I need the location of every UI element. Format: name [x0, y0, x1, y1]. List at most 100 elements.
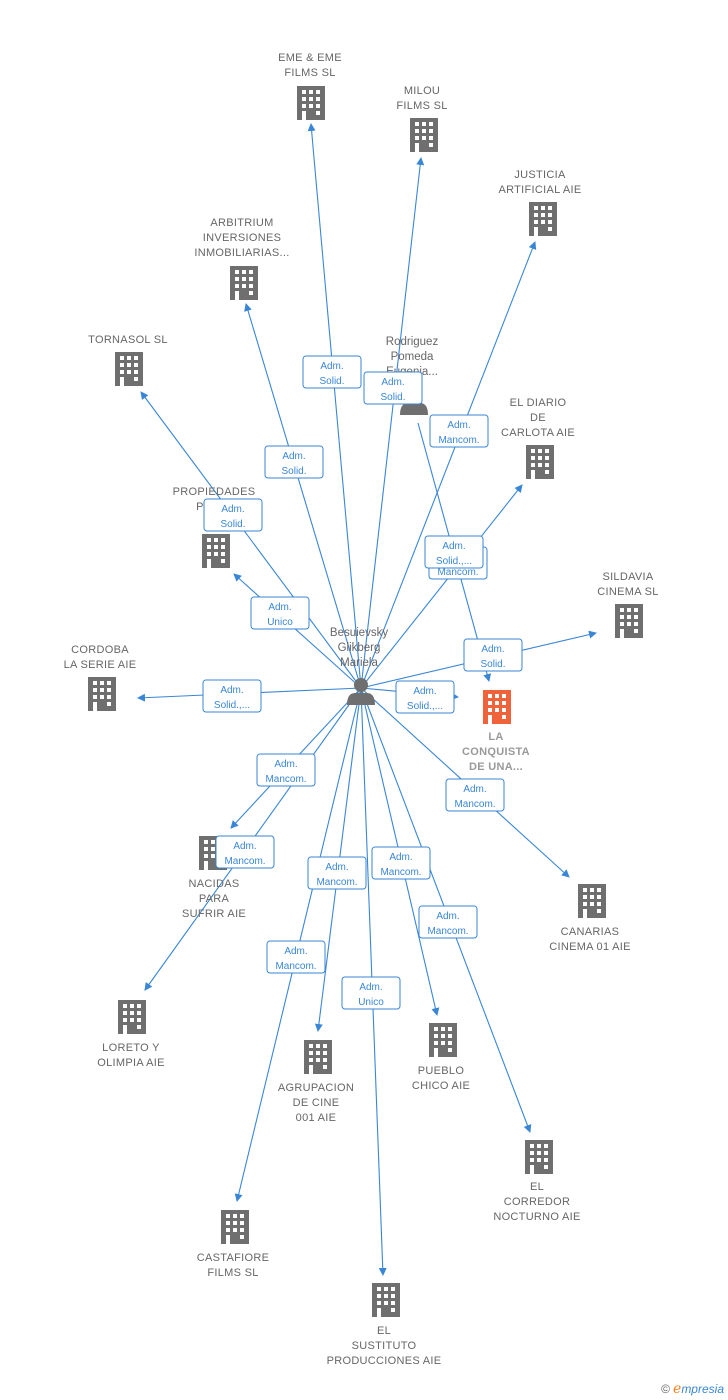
relation-tag-text: Mancom.	[438, 435, 479, 446]
company-label-line: SUFRIR AIE	[182, 908, 246, 920]
company-label-line: LA	[488, 731, 503, 743]
company-label-line: FILMS SL	[396, 100, 447, 112]
edge-r-milou	[360, 157, 425, 689]
relation-tag-r-tornasol[interactable]: Adm.Solid.	[203, 498, 263, 532]
relation-tag-r-arbitrium[interactable]: Adm.Solid.	[264, 445, 324, 479]
person-label-line: Glikberg	[338, 642, 381, 654]
relation-tag-r-pueblo[interactable]: Adm. Mancom.	[371, 846, 431, 880]
company-node-canarias[interactable]: CANARIAS CINEMA 01 AIE	[549, 884, 631, 953]
relation-tag-text: Solid.,...	[407, 701, 443, 712]
company-label-line: PUEBLO	[418, 1065, 465, 1077]
company-label-line: OLIMPIA AIE	[97, 1057, 165, 1069]
company-label-line: CANARIAS	[561, 926, 620, 938]
relation-tag-box	[264, 445, 324, 479]
company-label-line: CINEMA 01 AIE	[549, 941, 631, 953]
relation-tag-r-sustituto[interactable]: Adm. Unico	[341, 976, 401, 1010]
edge-r-tornasol	[140, 391, 362, 689]
relation-tag-text: Adm.	[389, 852, 412, 863]
relation-tag-r-nacidas[interactable]: Adm.Mancom.	[256, 753, 316, 787]
building-icon	[483, 690, 511, 724]
relation-tag-r-conquista[interactable]: Adm. Solid.,...	[395, 680, 455, 714]
relation-tag-box	[203, 498, 263, 532]
company-node-tornasol[interactable]: TORNASOL SL	[88, 334, 168, 386]
building-icon	[230, 266, 258, 300]
relation-tag-text: Mancom.	[224, 856, 265, 867]
relation-tag-r-loreto[interactable]: Adm. Mancom.	[215, 835, 275, 869]
relation-tag-r-cordoba[interactable]: Adm.Solid.,...	[202, 679, 262, 713]
relation-tag-text: Solid.	[480, 659, 505, 670]
company-label-line: CORREDOR	[504, 1196, 571, 1208]
relation-tag-box	[429, 414, 489, 448]
relation-tag-r-propiedades[interactable]: Adm.Unico	[250, 596, 310, 630]
company-label-line: SUSTITUTO	[352, 1340, 417, 1352]
relation-tag-r-diario[interactable]: Adm. Solid.,...	[424, 535, 484, 569]
relation-tag-r-milou[interactable]: Adm. Solid.	[363, 371, 423, 405]
relation-tag-text: Adm.	[442, 541, 465, 552]
footer-brand[interactable]: ©empresia	[661, 1381, 724, 1397]
relation-tag-r-sildavia[interactable]: Adm.Solid.	[463, 638, 523, 672]
relation-tag-r-eme[interactable]: Adm.Solid.	[302, 355, 362, 389]
company-label-line: ARTIFICIAL AIE	[498, 184, 581, 196]
building-icon	[221, 1210, 249, 1244]
company-node-pueblo[interactable]: PUEBLO CHICO AIE	[412, 1023, 470, 1092]
relation-tag-text: Mancom.	[316, 877, 357, 888]
relation-tag-text: Adm.	[282, 451, 305, 462]
company-label-line: CINEMA SL	[597, 586, 658, 598]
company-label-line: PROPIEDADES	[173, 486, 256, 498]
company-node-arbitrium[interactable]: ARBITRIUMINVERSIONESINMOBILIARIAS...	[194, 217, 289, 300]
company-label-line: PRODUCCIONES AIE	[327, 1355, 442, 1367]
relation-tag-r-castafiore[interactable]: Adm.Mancom.	[266, 940, 326, 974]
company-label-line: 001 AIE	[296, 1112, 337, 1124]
company-label-line: NACIDAS	[189, 878, 240, 890]
brand-name: mpresia	[681, 1382, 724, 1396]
relation-tag-text: Solid.,...	[436, 556, 472, 567]
building-icon	[372, 1283, 400, 1317]
relation-tag-text: Adm.	[233, 841, 256, 852]
company-label-line: DE CINE	[293, 1097, 340, 1109]
building-icon	[615, 604, 643, 638]
person-label-line: Mariela	[340, 657, 378, 669]
company-label-line: DE	[530, 412, 546, 424]
relation-tag-text: Unico	[358, 997, 384, 1008]
person-label-line: Pomeda	[391, 351, 434, 363]
relation-tag-box	[256, 753, 316, 787]
building-icon	[529, 202, 557, 236]
relation-tag-box	[463, 638, 523, 672]
relation-tag-text: Adm.	[413, 686, 436, 697]
relation-tag-r-corredor[interactable]: Adm.Mancom.	[418, 905, 478, 939]
building-icon	[526, 445, 554, 479]
company-label-line: LORETO Y	[102, 1042, 160, 1054]
relation-tag-text: Adm.	[381, 377, 404, 388]
company-label-line: CHICO AIE	[412, 1080, 470, 1092]
relation-tag-text: Mancom.	[380, 867, 421, 878]
edge-r-propiedades	[233, 573, 362, 689]
relation-tag-r-justicia[interactable]: Adm.Mancom.	[429, 414, 489, 448]
relation-tag-text: Adm.	[463, 784, 486, 795]
company-label-line: DE UNA...	[469, 761, 523, 773]
company-node-loreto[interactable]: LORETO Y OLIMPIA AIE	[97, 1000, 165, 1069]
company-label-line: EME & EME	[278, 52, 342, 64]
building-icon	[115, 352, 143, 386]
relation-tag-r-agrupacion[interactable]: Adm.Mancom.	[307, 856, 367, 890]
relation-tag-text: Solid.	[380, 392, 405, 403]
relation-tag-box	[266, 940, 326, 974]
relation-tag-text: Adm.	[359, 982, 382, 993]
edge-r-justicia	[360, 241, 537, 689]
relation-tag-r-canarias[interactable]: Adm.Mancom.	[445, 778, 505, 812]
relation-tag-text: Mancom.	[427, 926, 468, 937]
relation-tag-text: Adm.	[320, 361, 343, 372]
building-icon	[202, 534, 230, 568]
